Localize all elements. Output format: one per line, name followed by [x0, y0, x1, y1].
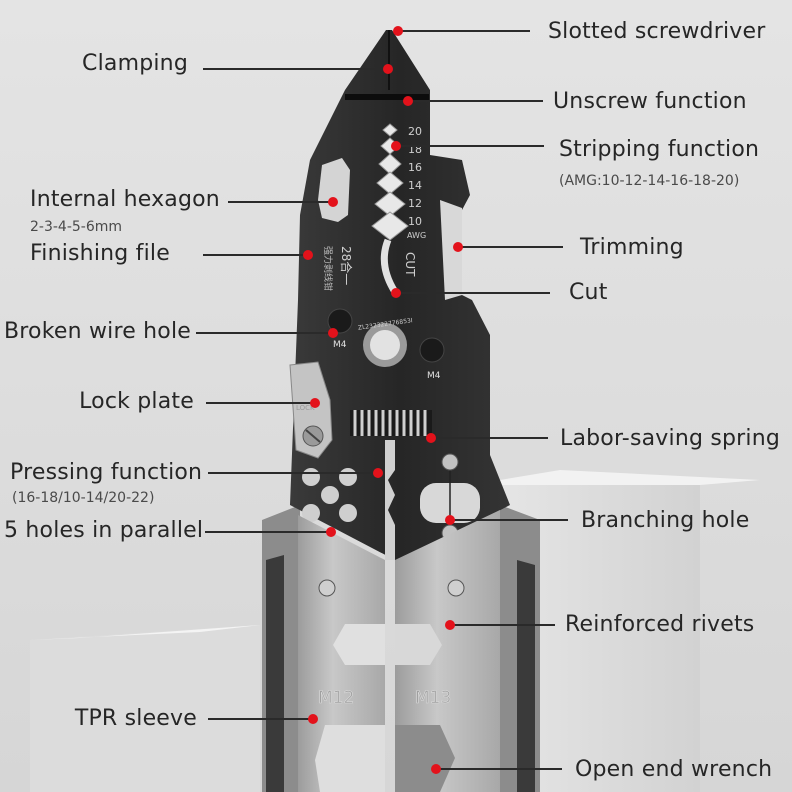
- callout-dot-cut: [391, 288, 401, 298]
- label-internal-hexagon: Internal hexagon: [30, 187, 220, 212]
- label-open-end-wrench: Open end wrench: [575, 757, 773, 782]
- callout-dot-open-end-wrench: [431, 764, 441, 774]
- callout-leaders: [196, 26, 568, 774]
- callout-dot-pressing-function: [373, 468, 383, 478]
- callout-dot-trimming: [453, 242, 463, 252]
- label-branching-hole: Branching hole: [581, 508, 750, 533]
- model-marking: 28合一: [339, 246, 354, 285]
- callout-dot-clamping: [383, 64, 393, 74]
- label-trimming: Trimming: [580, 235, 684, 260]
- callout-dot-finishing-file: [303, 250, 313, 260]
- awg-10: 10: [408, 215, 422, 228]
- hole-m4-right: M4: [427, 371, 441, 381]
- callout-dot-internal-hexagon: [328, 197, 338, 207]
- awg-20: 20: [408, 125, 422, 138]
- label-unscrew-function: Unscrew function: [553, 89, 747, 114]
- tool-markings: 20 18 16 14 12 10 AWG CUT 28合一 强力剥线钳 ZL2…: [296, 125, 452, 708]
- cut-marking: CUT: [403, 252, 417, 277]
- callout-dot-stripping-function: [391, 141, 401, 151]
- spring-coils: [353, 410, 427, 436]
- wrench-m12: M12: [318, 688, 354, 708]
- awg-14: 14: [408, 179, 422, 192]
- awg-12: 12: [408, 197, 422, 210]
- callout-dot-broken-wire-hole: [328, 328, 338, 338]
- label-pressing-function: Pressing function: [10, 460, 203, 485]
- steel-handles: [298, 510, 500, 792]
- label-reinforced-rivets: Reinforced rivets: [565, 612, 755, 637]
- sublabel-stripping-function: (AMG:10-12-14-16-18-20): [559, 173, 740, 189]
- chinese-name-marking: 强力剥线钳: [322, 246, 334, 291]
- label-tpr-sleeve: TPR sleeve: [74, 706, 197, 731]
- tpr-sleeve-grips: [262, 505, 540, 792]
- label-labor-saving-spring: Labor-saving spring: [560, 426, 781, 451]
- hole-m4-left: M4: [333, 340, 347, 350]
- callout-dot-branching-hole: [445, 515, 455, 525]
- label-stripping-function: Stripping function: [559, 137, 760, 162]
- wrench-m13: M13: [415, 688, 451, 708]
- label-finishing-file: Finishing file: [30, 241, 170, 266]
- lock-plate: [289, 361, 333, 459]
- sublabel-pressing-function: (16-18/10-14/20-22): [12, 490, 155, 506]
- awg-unit: AWG: [407, 231, 426, 240]
- callout-dot-labor-saving-spring: [426, 433, 436, 443]
- callout-dot-unscrew-function: [403, 96, 413, 106]
- label-cut: Cut: [569, 280, 608, 305]
- callout-dot-reinforced-rivets: [445, 620, 455, 630]
- awg-16: 16: [408, 161, 422, 174]
- lock-marking: LOCK: [296, 404, 315, 412]
- sublabel-internal-hexagon: 2-3-4-5-6mm: [30, 219, 123, 235]
- callout-dot-lock-plate: [310, 398, 320, 408]
- callout-dot-slotted-screwdriver: [393, 26, 403, 36]
- callout-dot-tpr-sleeve: [308, 714, 318, 724]
- callout-dot-5-holes: [326, 527, 336, 537]
- awg-18: 18: [408, 143, 422, 156]
- label-5-holes-in-parallel: 5 holes in parallel: [4, 518, 204, 543]
- label-lock-plate: Lock plate: [79, 389, 194, 414]
- label-clamping: Clamping: [82, 51, 188, 76]
- label-slotted-screwdriver: Slotted screwdriver: [548, 19, 766, 44]
- label-broken-wire-hole: Broken wire hole: [4, 319, 191, 344]
